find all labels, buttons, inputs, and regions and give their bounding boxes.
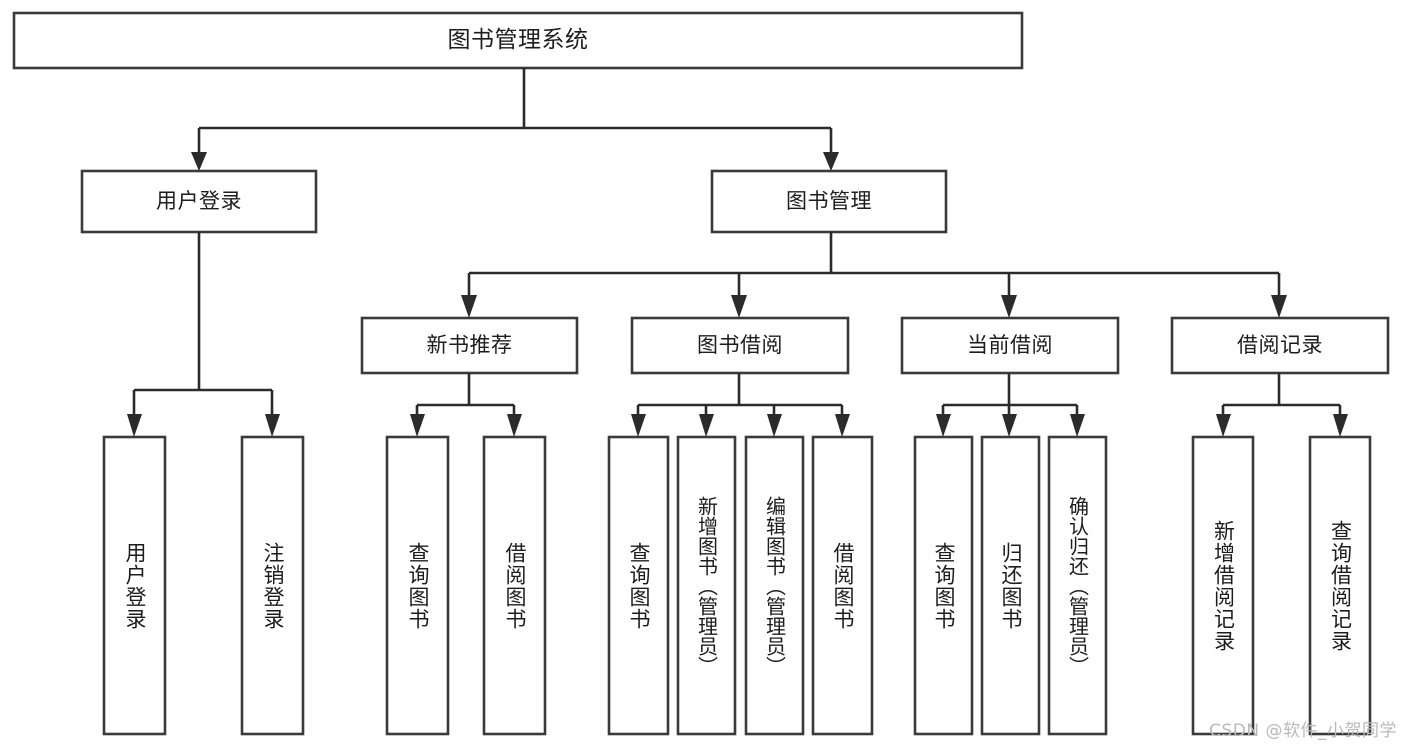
node-box-leaf-return-book[interactable] [980, 435, 1041, 736]
arrow-head-user-login [191, 152, 207, 171]
node-box-leaf-borrow-book-2[interactable] [811, 435, 874, 736]
arrow-head-leaf-add-record [1216, 414, 1231, 437]
arrow-head-leaf-query-record [1333, 414, 1348, 437]
node-box-current-borrow[interactable] [900, 316, 1120, 375]
edge-root-to-level2 [191, 68, 839, 171]
node-box-book-borrow[interactable] [630, 316, 850, 375]
node-box-leaf-confirm-return[interactable] [1047, 435, 1108, 736]
node-box-borrow-record[interactable] [1170, 316, 1390, 375]
arrow-head-borrow-record [1271, 295, 1287, 318]
arrow-head-leaf-query-book-1 [410, 414, 425, 437]
node-box-user-login[interactable] [80, 169, 318, 234]
arrow-head-leaf-add-book [699, 414, 714, 437]
arrow-head-leaf-user-logout [265, 414, 280, 437]
node-box-leaf-add-record[interactable] [1191, 435, 1255, 736]
node-box-leaf-edit-book[interactable] [744, 435, 805, 736]
node-box-leaf-borrow-book-1[interactable] [482, 435, 547, 736]
node-box-leaf-user-logout[interactable] [240, 435, 305, 736]
node-box-book-manage[interactable] [710, 169, 948, 234]
arrow-head-leaf-confirm-return [1070, 414, 1085, 437]
node-box-new-book-rec[interactable] [360, 316, 579, 375]
arrow-head-book-borrow [731, 295, 747, 318]
node-box-leaf-query-record[interactable] [1308, 435, 1372, 736]
node-box-root[interactable] [12, 11, 1024, 70]
edge-user-login-to-leaves [127, 232, 280, 437]
arrow-head-leaf-return-book [1002, 414, 1017, 437]
node-box-leaf-query-book-2[interactable] [607, 435, 670, 736]
arrow-head-new-book-rec [461, 295, 477, 318]
node-box-leaf-query-book-1[interactable] [385, 435, 450, 736]
node-box-leaf-user-login[interactable] [102, 435, 167, 736]
node-box-leaf-add-book[interactable] [676, 435, 737, 736]
arrow-head-leaf-query-book-2 [631, 414, 646, 437]
arrow-head-leaf-user-login [127, 414, 142, 437]
node-box-leaf-query-book-3[interactable] [913, 435, 974, 736]
arrow-head-leaf-borrow-book-2 [835, 414, 850, 437]
arrow-head-book-manage [823, 152, 839, 171]
arrow-head-leaf-borrow-book-1 [507, 414, 522, 437]
arrow-head-current-borrow [1001, 295, 1017, 318]
arrow-head-leaf-query-book-3 [936, 414, 951, 437]
edge-current-borrow-to-leaves [936, 373, 1085, 437]
edge-borrow-record-to-leaves [1216, 373, 1348, 437]
edge-new-book-rec-to-leaves [410, 373, 522, 437]
arrow-head-leaf-edit-book [767, 414, 782, 437]
edge-book-manage-to-level3 [461, 232, 1287, 318]
edge-book-borrow-to-leaves [631, 373, 850, 437]
